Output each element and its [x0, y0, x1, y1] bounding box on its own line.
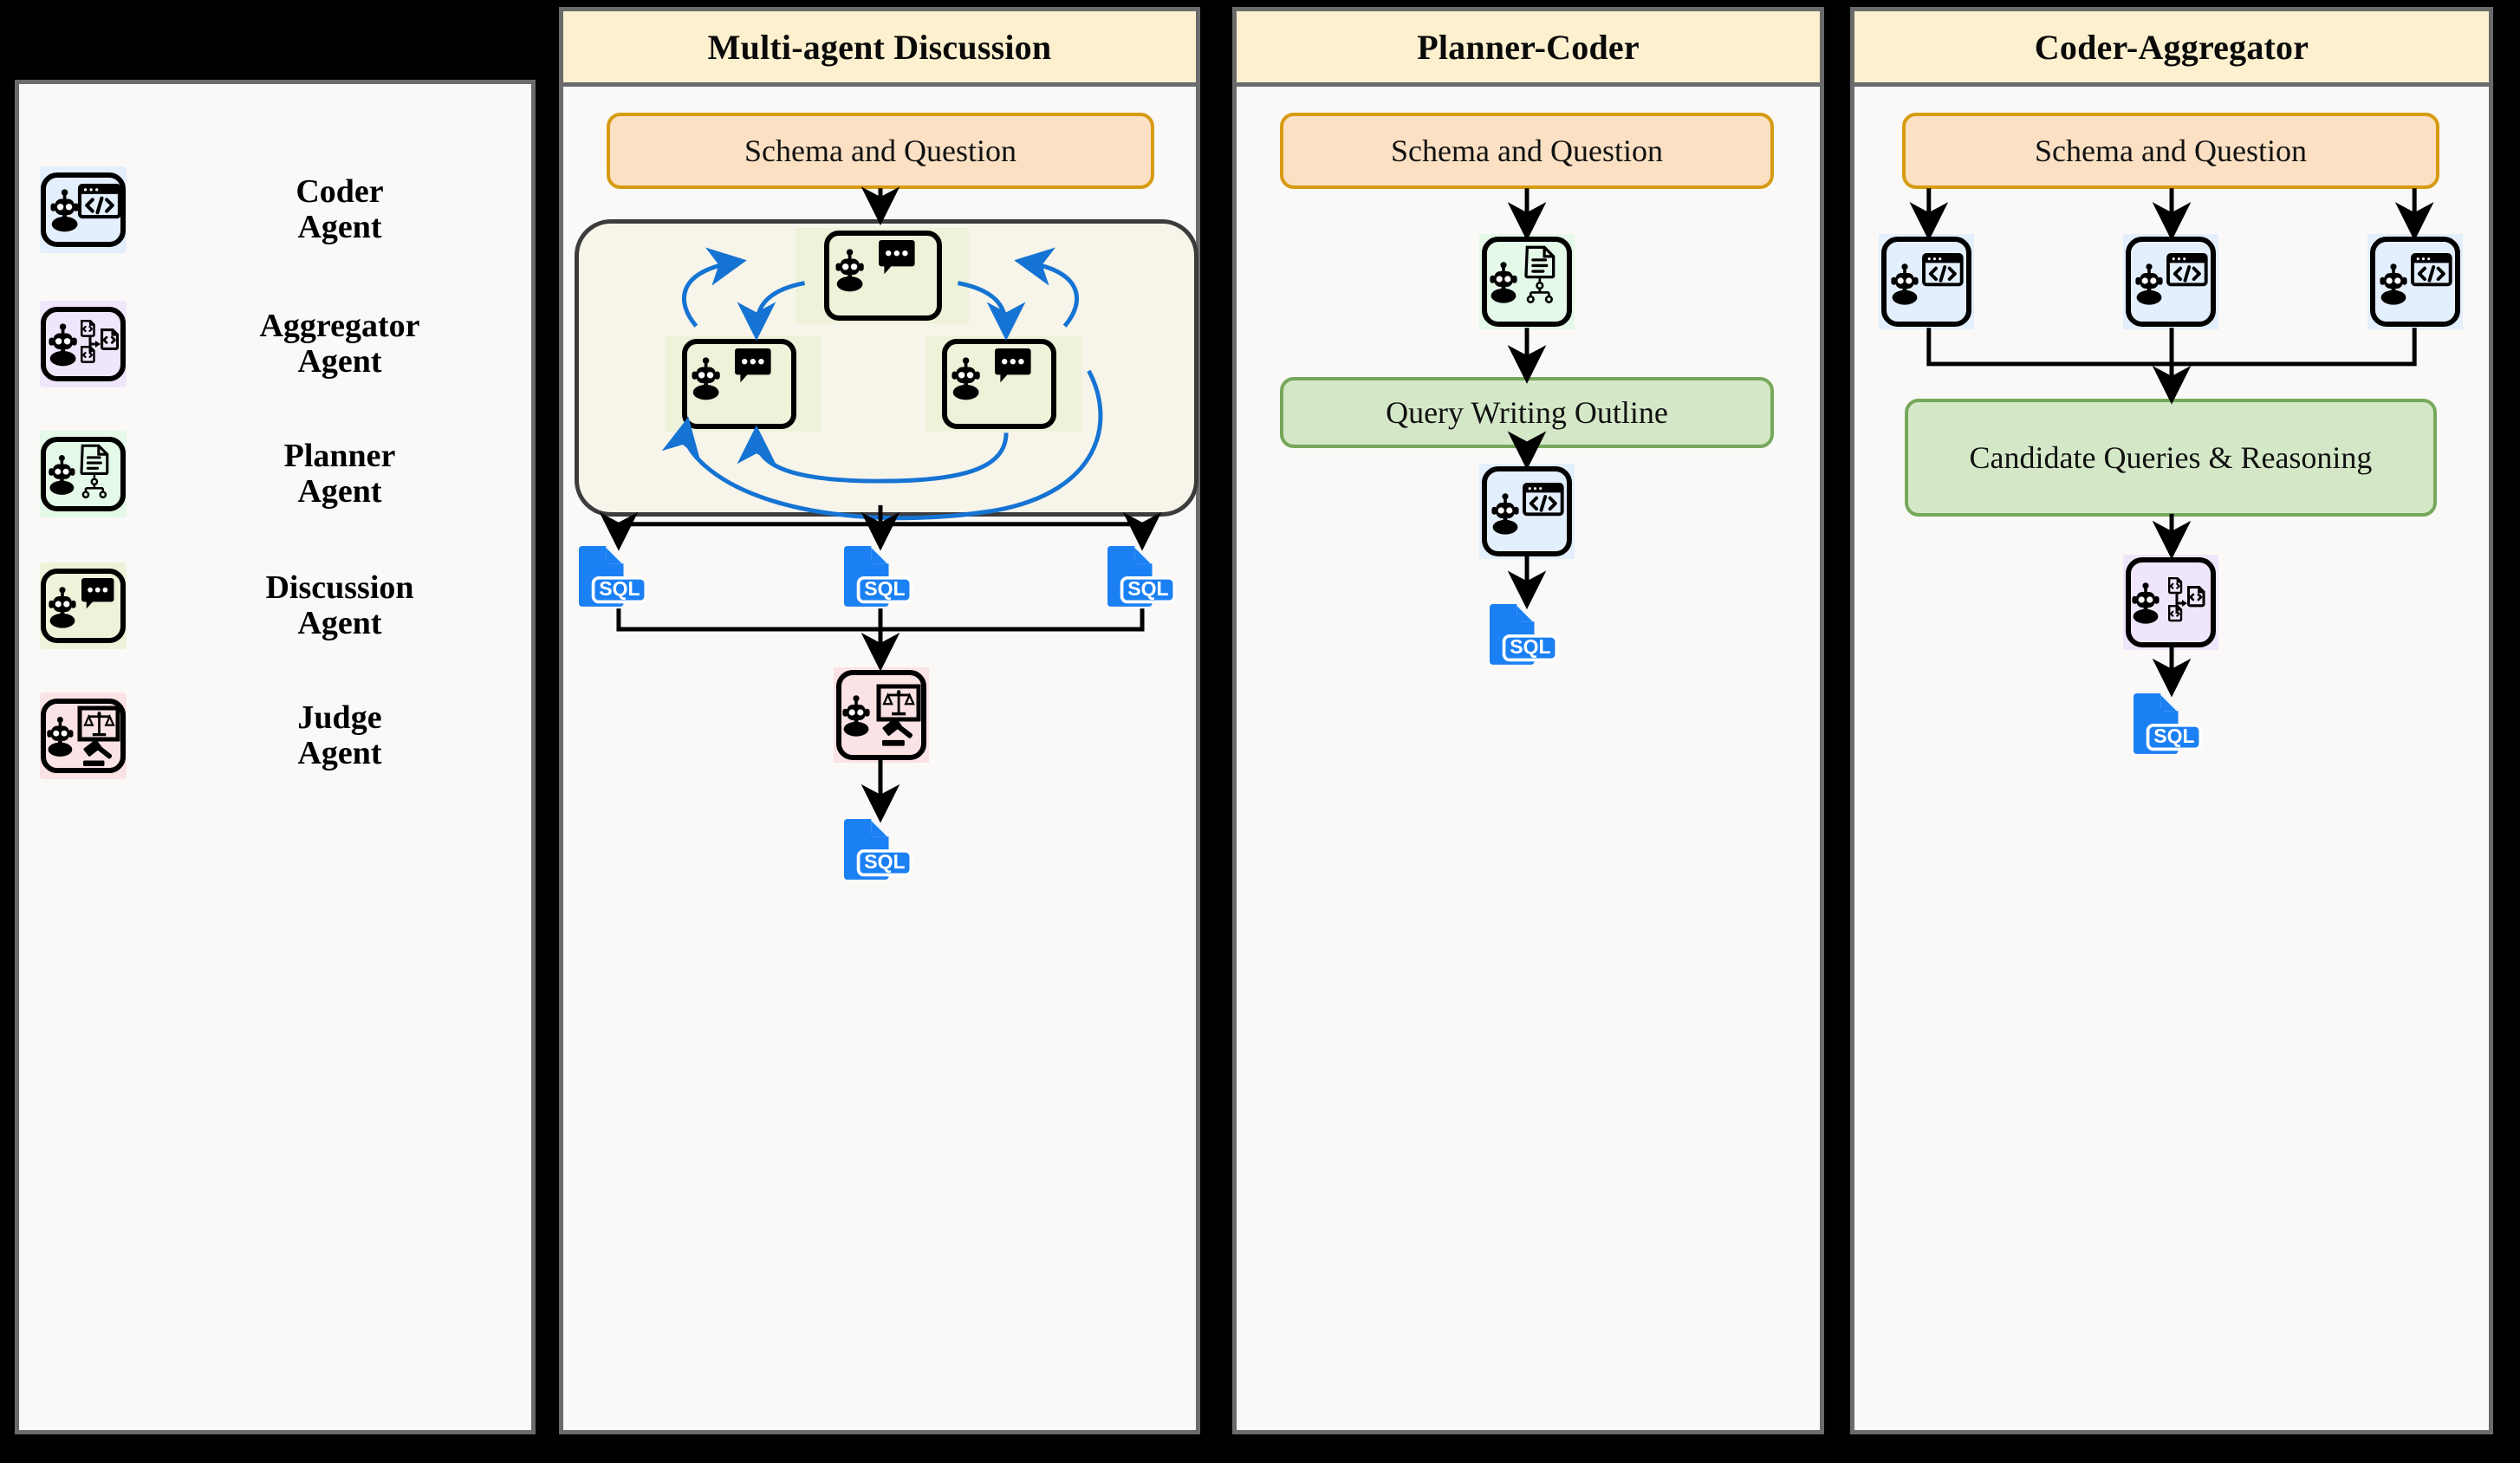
legend-label-aggregator-agent: Aggregator Agent — [158, 301, 522, 387]
sql-final-output[interactable] — [842, 817, 920, 885]
coder-agent-icon-node[interactable] — [1479, 464, 1575, 559]
panel-body-multi-agent-discussion: Schema and Question — [563, 87, 1198, 1430]
aggregator-agent-icon-node[interactable] — [2123, 555, 2218, 650]
coder-agent-icon-2[interactable] — [2123, 234, 2218, 329]
input-schema-and-question[interactable]: Schema and Question — [1902, 113, 2439, 189]
legend-item-judge-agent: Judge Agent — [19, 692, 531, 805]
discussion-agent-icon-left[interactable] — [666, 336, 822, 432]
input-schema-and-question[interactable]: Schema and Question — [1280, 113, 1774, 189]
legend-item-coder-agent: Coder Agent — [19, 166, 531, 279]
legend-label-line2: Agent — [297, 473, 382, 510]
legend-label-discussion-agent: Discussion Agent — [158, 562, 522, 649]
panel-planner-coder: Planner-Coder Schema and Question Query … — [1232, 7, 1824, 1434]
discussion-agent-icon-right[interactable] — [926, 336, 1081, 432]
legend-item-planner-agent: Planner Agent — [19, 431, 531, 543]
legend-item-discussion-agent: Discussion Agent — [19, 562, 531, 675]
planner-agent-icon — [40, 431, 127, 517]
coder-agent-icon — [40, 166, 127, 253]
input-label: Schema and Question — [744, 133, 1016, 168]
sql-output-3[interactable] — [1106, 544, 1184, 612]
panel-multi-agent-discussion: Multi-agent Discussion Schema and Questi… — [559, 7, 1200, 1434]
panel-header-planner-coder: Planner-Coder — [1232, 7, 1824, 87]
panel-coder-aggregator: Coder-Aggregator Schema and Question — [1850, 7, 2493, 1434]
panel-body-planner-coder: Schema and Question Query Writing Outlin… — [1237, 87, 1820, 1430]
discussion-agent-icon — [40, 562, 127, 649]
panel-title: Coder-Aggregator — [2034, 27, 2309, 67]
legend-label-line2: Agent — [297, 735, 382, 771]
panel-title: Planner-Coder — [1417, 27, 1640, 67]
output-label: Query Writing Outline — [1386, 394, 1668, 430]
sql-final-output[interactable] — [1488, 602, 1566, 670]
sql-output-2[interactable] — [842, 544, 920, 612]
planner-agent-icon-node[interactable] — [1479, 234, 1575, 329]
output-query-writing-outline[interactable]: Query Writing Outline — [1280, 377, 1774, 448]
legend-label-line1: Planner — [283, 437, 396, 474]
judge-agent-icon-node[interactable] — [834, 667, 929, 763]
discussion-agent-icon-top[interactable] — [796, 228, 969, 323]
coder-agent-icon-3[interactable] — [2367, 234, 2463, 329]
legend-label-line2: Agent — [297, 605, 382, 641]
panel-header-multi-agent-discussion: Multi-agent Discussion — [559, 7, 1200, 87]
sql-output-1[interactable] — [577, 544, 655, 612]
legend-label-line1: Discussion — [265, 569, 414, 606]
output-candidate-queries-reasoning[interactable]: Candidate Queries & Reasoning — [1905, 399, 2437, 517]
coder-agent-icon-1[interactable] — [1879, 234, 1974, 329]
legend-label-line1: Aggregator — [259, 307, 420, 344]
legend-label-planner-agent: Planner Agent — [158, 431, 522, 517]
legend-label-coder-agent: Coder Agent — [158, 166, 522, 253]
panel-header-coder-aggregator: Coder-Aggregator — [1850, 7, 2493, 87]
output-label: Candidate Queries & Reasoning — [1969, 439, 2373, 475]
sql-final-output[interactable] — [2132, 692, 2210, 759]
input-schema-and-question[interactable]: Schema and Question — [607, 113, 1154, 189]
legend-label-line1: Coder — [296, 172, 384, 210]
input-label: Schema and Question — [1391, 133, 1663, 168]
input-label: Schema and Question — [2035, 133, 2307, 168]
legend-item-aggregator-agent: Aggregator Agent — [19, 301, 531, 413]
judge-agent-icon — [40, 692, 127, 779]
panel-title: Multi-agent Discussion — [707, 27, 1052, 67]
legend-label-line2: Agent — [297, 209, 382, 245]
legend-label-line2: Agent — [297, 343, 382, 380]
aggregator-agent-icon — [40, 301, 127, 387]
panel-body-coder-aggregator: Schema and Question Candidate — [1854, 87, 2489, 1430]
legend-label-line1: Judge — [297, 699, 382, 736]
legend-panel: Coder Agent Aggregator Agent — [15, 80, 536, 1434]
legend-label-judge-agent: Judge Agent — [158, 692, 522, 779]
